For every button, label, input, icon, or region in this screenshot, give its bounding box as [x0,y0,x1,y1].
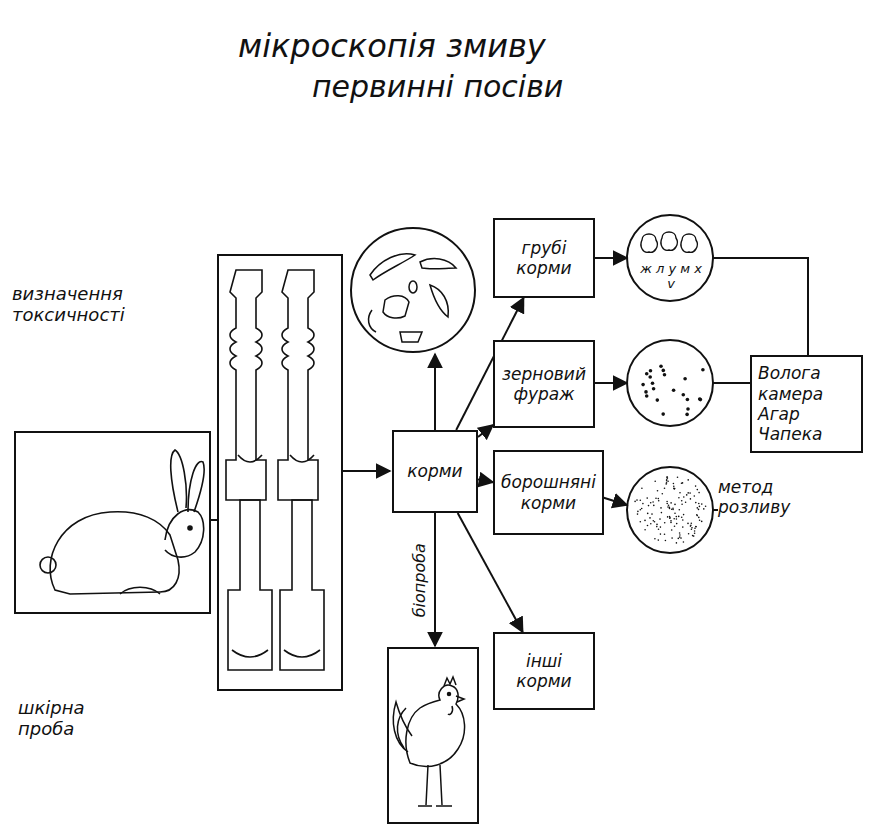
microscopy-fragments [369,254,456,342]
heading-text: первинні посіви [312,70,563,105]
feed-type-box: борошняні корми [493,450,604,535]
node-text: інші корми [501,651,587,692]
feed-type-box: інші корми [493,632,595,710]
moist-chamber-box: Волога камера Агар Чапека [750,355,863,453]
node-text: грубі корми [501,238,587,279]
node-text: корми [407,461,462,481]
node-text: зерновий фураж [501,364,587,405]
coarse-feed-culture [627,215,713,301]
node-text: Волога камера Агар Чапека [758,363,855,445]
skin-test-slides [226,270,324,670]
node-text: борошняні корми [501,472,596,513]
rabbit-box [15,432,210,613]
method-label: шкірна проба [18,698,118,739]
grain-culture [627,340,713,426]
test-tube-box [218,255,342,690]
heading-text: мікроскопія змиву [238,28,546,65]
flow-arrow [478,425,493,437]
fungus-letters: ж л у м х v [640,262,702,292]
culture-link [713,382,750,384]
feed-type-box: грубі корми [493,218,595,298]
feed-box: корми [392,430,478,513]
flow-arrow [478,479,493,482]
rooster [393,677,464,806]
method-label: метод розливу [718,478,818,517]
edge-label: біопроба [411,543,429,617]
microscopy-circle [351,228,475,352]
culture-link [713,258,808,355]
flour-culture [627,467,713,553]
rooster-box [388,648,478,823]
feed-type-box: зерновий фураж [493,340,595,428]
rabbit [40,450,204,594]
method-label: визначення токсичності [12,284,152,325]
